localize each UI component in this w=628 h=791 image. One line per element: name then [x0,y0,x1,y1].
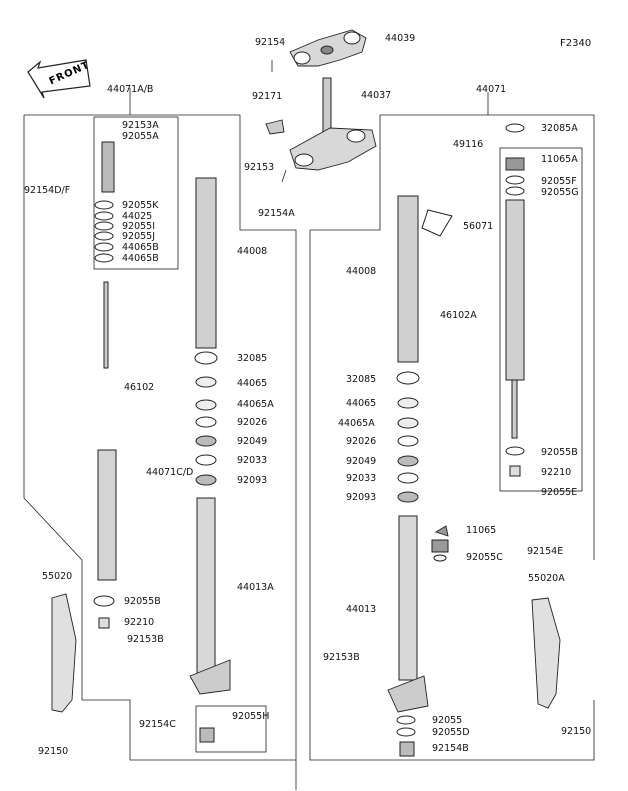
part-label: 92150 [561,726,592,737]
part-label: 44071C/D [146,467,194,478]
right-damper-cartridge [431,123,525,562]
left-damper-cartridge [93,141,117,629]
part-label: 92055 [432,715,463,726]
part-label: 92026 [346,436,377,447]
part-label: 11065 [466,525,497,536]
part-label: 92049 [237,436,268,447]
part-label: 46102 [124,382,155,393]
part-label: 92055I [122,221,156,232]
part-label: 92150 [38,746,69,757]
right-fork-guard [531,597,561,709]
part-label: 92055D [432,727,470,738]
left-fork-guard [51,593,77,713]
part-label: 44025 [122,211,153,222]
part-label: 11065A [541,154,578,165]
part-label: 92154D/F [24,185,71,196]
part-label: 92210 [124,617,155,628]
part-label: 92033 [237,455,268,466]
part-label: 32085 [237,353,268,364]
part-label: 44013 [346,604,377,615]
part-label: 92153B [323,652,360,663]
part-label: 92055H [232,711,270,722]
upper-triple-clamp [271,29,367,72]
part-label: 44065A [237,399,274,410]
part-label: 44039 [385,33,416,44]
part-label: 44071A/B [107,84,154,95]
part-label: 92154A [258,208,295,219]
part-label: 46102A [440,310,477,321]
part-label: 92026 [237,417,268,428]
part-label: 92055A [122,131,159,142]
part-label: 92033 [346,473,377,484]
part-label: 32085 [346,374,377,385]
frame-lines [23,88,595,790]
part-label: 92153 [244,162,275,173]
part-label: 92154 [255,37,286,48]
part-label: 92210 [541,467,572,478]
part-label: 44013A [237,582,274,593]
part-label: 92055G [541,187,579,198]
part-label: 49116 [453,139,484,150]
part-label: 92055B [541,447,578,458]
left-fork-tube [189,177,231,743]
part-label: 44037 [361,90,392,101]
figure-code: F2340 [560,38,592,49]
part-label: 92049 [346,456,377,467]
part-label: 92093 [346,492,377,503]
part-label: 44065B [122,253,159,264]
part-label: 92055B [124,596,161,607]
part-label: 44071 [476,84,507,95]
part-label: 92154B [432,743,469,754]
part-label: 44008 [237,246,268,257]
right-fork-tube [387,195,453,757]
part-label: 32085A [541,123,578,134]
part-label: 92093 [237,475,268,486]
part-label: 44065A [338,418,375,429]
part-label: 92055K [122,200,159,211]
part-label: 44065B [122,242,159,253]
part-label: 92055E [541,487,578,498]
part-label: 92153A [122,120,159,131]
front-arrow-icon [27,59,91,99]
part-label: 92055C [466,552,503,563]
part-label: 92171 [252,91,283,102]
part-label: 55020A [528,573,565,584]
part-label: 55020 [42,571,73,582]
part-label: 92055J [122,231,156,242]
part-label: 92154E [527,546,564,557]
part-label: 56071 [463,221,494,232]
part-label: 44008 [346,266,377,277]
part-label: 44065 [237,378,268,389]
part-label: 44065 [346,398,377,409]
part-label: 92055F [541,176,577,187]
steering-stem [265,77,377,183]
part-label: 92154C [139,719,176,730]
part-label: 92153B [127,634,164,645]
